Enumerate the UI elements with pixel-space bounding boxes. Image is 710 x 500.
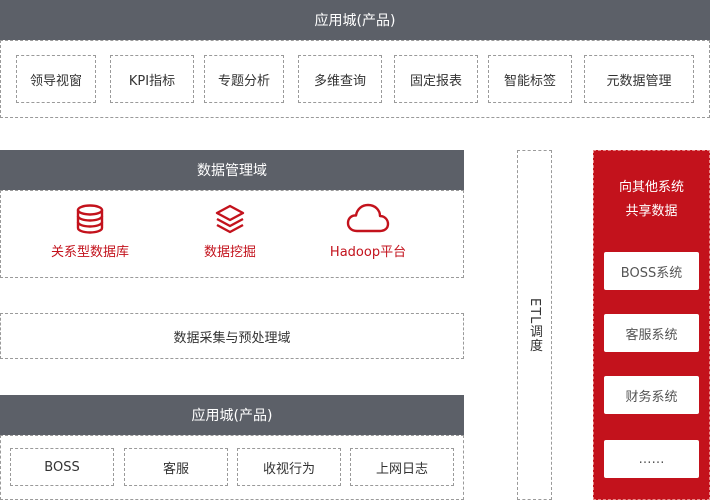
share-title-line2: 共享数据	[625, 204, 678, 219]
cloud-icon	[346, 203, 390, 233]
share-system-service[interactable]: 客服系统	[604, 314, 699, 352]
mgmt-item-mining[interactable]: 数据挖掘	[180, 203, 280, 260]
collection-panel: 数据采集与预处理域	[0, 313, 464, 359]
share-system-finance[interactable]: 财务系统	[604, 376, 699, 414]
app-item-0[interactable]: 领导视窗	[16, 55, 96, 103]
data-mgmt-header: 数据管理域	[0, 150, 464, 190]
source-domain-header: 应用城(产品)	[0, 395, 464, 435]
etl-column: ETL调度	[517, 150, 552, 500]
data-mgmt-title: 数据管理域	[197, 163, 267, 179]
app-item-5[interactable]: 智能标签	[488, 55, 572, 103]
share-title-line1: 向其他系统	[618, 180, 684, 195]
collection-title: 数据采集与预处理域	[173, 330, 291, 346]
mgmt-item-hadoop[interactable]: Hadoop平台	[318, 203, 418, 260]
mgmt-item-database[interactable]: 关系型数据库	[40, 203, 140, 260]
app-item-4[interactable]: 固定报表	[394, 55, 478, 103]
etl-label: ETL调度	[527, 297, 542, 353]
app-item-1[interactable]: KPI指标	[110, 55, 194, 103]
share-title: 向其他系统 共享数据	[593, 176, 710, 224]
app-item-2[interactable]: 专题分析	[204, 55, 284, 103]
layers-icon	[215, 204, 245, 234]
database-icon	[76, 204, 104, 234]
app-item-3[interactable]: 多维查询	[298, 55, 382, 103]
source-item-1[interactable]: 客服	[124, 448, 228, 486]
source-domain-title: 应用城(产品)	[191, 408, 273, 424]
app-domain-header: 应用城(产品)	[0, 0, 710, 40]
source-item-2[interactable]: 收视行为	[237, 448, 341, 486]
source-item-3[interactable]: 上网日志	[350, 448, 454, 486]
share-system-more[interactable]: ……	[604, 440, 699, 478]
source-item-0[interactable]: BOSS	[10, 448, 114, 486]
app-item-6[interactable]: 元数据管理	[584, 55, 694, 103]
data-mgmt-panel	[0, 190, 464, 278]
share-system-boss[interactable]: BOSS系统	[604, 252, 699, 290]
app-domain-title: 应用城(产品)	[314, 13, 396, 29]
